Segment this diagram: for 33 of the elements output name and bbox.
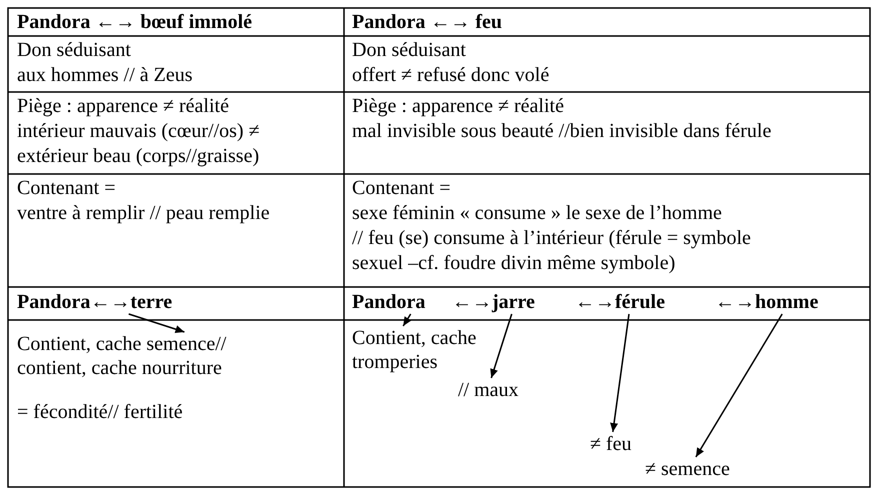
cell-text: ≠ semence	[645, 457, 730, 481]
row-heading: ←→jarre	[452, 290, 535, 314]
arrow	[610, 314, 630, 432]
cell-text: Contient, cache tromperies	[352, 326, 512, 374]
row-heading: Pandora←→terre	[17, 290, 172, 314]
cell-text: // feu (se) consume à l’intérieur (férule = symbole	[352, 226, 751, 250]
cell-text: intérieur mauvais (cœur//os) ≠	[17, 119, 260, 143]
cell-text: ventre à remplir // peau remplie	[17, 201, 270, 225]
cell-text: aux hommes // à Zeus	[17, 63, 193, 87]
cell-text: // maux	[458, 378, 519, 402]
cell-text: Piège : apparence ≠ réalité	[17, 94, 229, 118]
cell-text: Contient, cache semence// contient, cache nourriture	[17, 332, 287, 380]
cell-text: = fécondité// fertilité	[17, 400, 183, 424]
arrow	[695, 314, 783, 458]
cell-text: Piège : apparence ≠ réalité	[352, 94, 564, 118]
cell-text: Contenant =	[17, 176, 116, 200]
cell-text: Don séduisant	[352, 38, 466, 62]
cell-text: ≠ feu	[590, 432, 632, 456]
arrow	[490, 314, 512, 378]
row-heading: ←→homme	[715, 290, 818, 314]
column-heading: Pandora ←→ feu	[352, 10, 502, 34]
arrow	[402, 314, 412, 326]
cell-text: extérieur beau (corps//graisse)	[17, 144, 260, 168]
cell-text: Contenant =	[352, 176, 450, 200]
cell-text: sexuel –cf. foudre divin même symbole)	[352, 251, 676, 275]
cell-text: sexe féminin « consume » le sexe de l’homme	[352, 201, 722, 225]
cell-text: offert ≠ refusé donc volé	[352, 63, 550, 87]
row-heading: ←→férule	[575, 290, 665, 314]
column-heading: Pandora ←→ bœuf immolé	[17, 10, 252, 34]
row-heading: Pandora	[352, 290, 426, 314]
arrow	[128, 313, 185, 334]
cell-text: Don séduisant	[17, 38, 131, 62]
cell-text: mal invisible sous beauté //bien invisible dans férule	[352, 119, 772, 143]
